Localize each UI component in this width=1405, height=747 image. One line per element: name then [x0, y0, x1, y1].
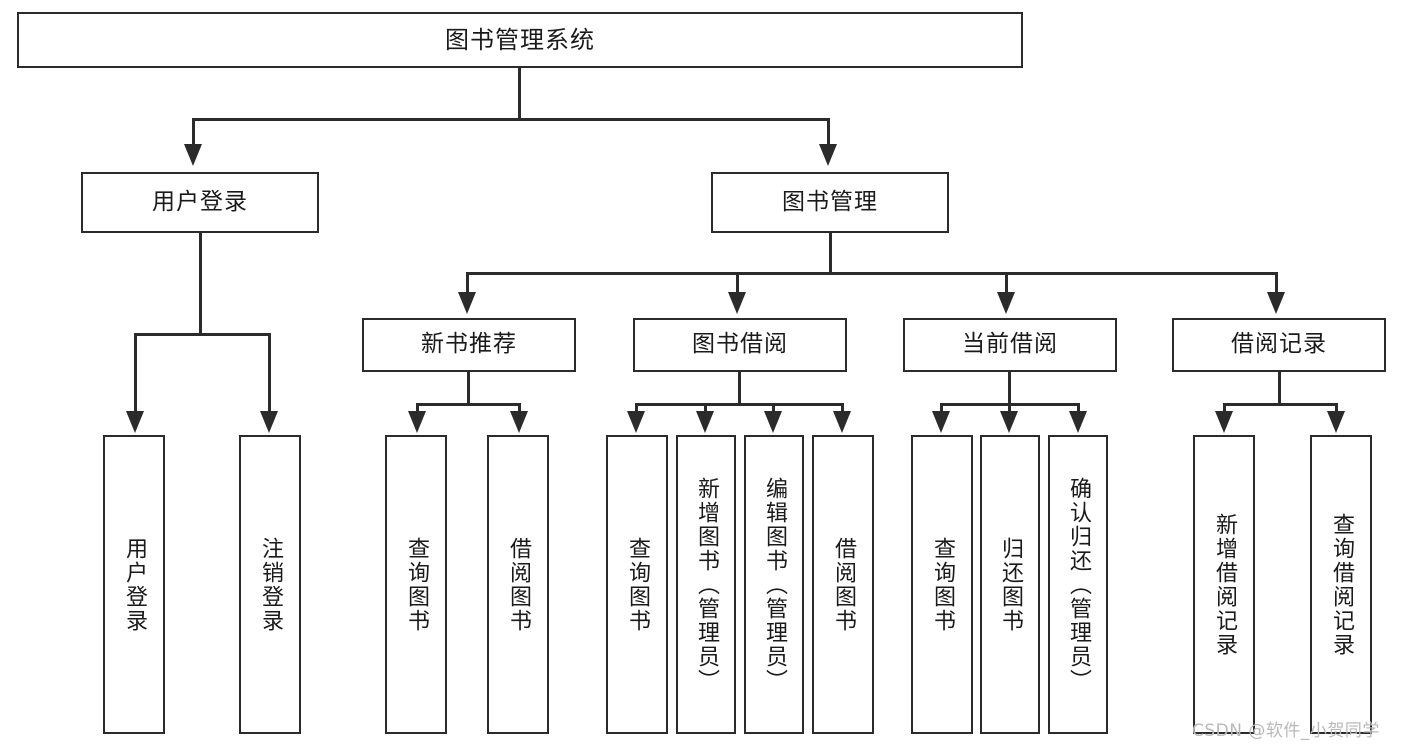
- connector-root-stem: [518, 68, 521, 120]
- connector-nbr-bus: [416, 403, 521, 406]
- leaf-logout-login-label: 注销登录: [258, 536, 283, 633]
- node-new-book-recommend[interactable]: 新书推荐: [362, 318, 576, 372]
- leaf-user-login[interactable]: 用户登录: [103, 435, 165, 734]
- connector-bb-stem: [738, 372, 741, 406]
- leaf-query-book-1-label: 查询图书: [404, 536, 429, 633]
- arrowhead-leaf-return-book: [1000, 411, 1018, 433]
- arrowhead-leaf-edit-book: [764, 411, 782, 433]
- arrowhead-leaf-add-book: [696, 411, 714, 433]
- leaf-borrow-book-1[interactable]: 借阅图书: [487, 435, 549, 734]
- leaf-borrow-book-1-label: 借阅图书: [506, 536, 531, 633]
- connector-bb-bus: [635, 403, 844, 406]
- leaf-add-book[interactable]: 新增图书（管理员）: [676, 435, 736, 734]
- connector-book-management-stem: [829, 233, 832, 275]
- arrowhead-book-management: [819, 144, 837, 166]
- connector-cb-drop-1: [940, 403, 943, 413]
- connector-bm-drop-2: [736, 272, 739, 294]
- node-book-borrow-label: 图书借阅: [692, 331, 788, 358]
- leaf-add-record-label: 新增借阅记录: [1212, 512, 1237, 657]
- leaf-edit-book-label: 编辑图书（管理员）: [762, 476, 787, 693]
- connector-bb-drop-2: [704, 403, 707, 413]
- node-borrow-record[interactable]: 借阅记录: [1172, 318, 1386, 372]
- connector-book-management-bus: [466, 272, 1278, 275]
- node-root[interactable]: 图书管理系统: [17, 12, 1023, 68]
- leaf-query-book-3[interactable]: 查询图书: [911, 435, 973, 734]
- leaf-add-book-label: 新增图书（管理员）: [694, 476, 719, 693]
- leaf-edit-book[interactable]: 编辑图书（管理员）: [744, 435, 804, 734]
- connector-root-bus: [192, 118, 830, 121]
- connector-root-drop-right: [827, 118, 830, 144]
- connector-user-login-bus: [134, 333, 271, 336]
- arrowhead-current-borrow: [997, 292, 1015, 314]
- connector-bb-drop-1: [635, 403, 638, 413]
- connector-bm-drop-4: [1275, 272, 1278, 294]
- node-user-login[interactable]: 用户登录: [81, 172, 319, 233]
- arrowhead-leaf-add-record: [1215, 411, 1233, 433]
- connector-br-drop-1: [1223, 403, 1226, 413]
- leaf-borrow-book-2[interactable]: 借阅图书: [812, 435, 874, 734]
- leaf-query-book-2[interactable]: 查询图书: [606, 435, 668, 734]
- arrowhead-leaf-confirm-return: [1069, 411, 1087, 433]
- arrowhead-leaf-borrow-book-2: [833, 411, 851, 433]
- connector-br-stem: [1278, 372, 1281, 406]
- connector-user-login-stem: [199, 233, 202, 335]
- node-book-management-label: 图书管理: [782, 188, 878, 215]
- arrowhead-new-book-recommend: [458, 292, 476, 314]
- csdn-watermark: CSDN @软件_小贺同学: [1192, 721, 1380, 741]
- node-current-borrow-label: 当前借阅: [962, 331, 1058, 358]
- arrowhead-leaf-query-book-1: [408, 411, 426, 433]
- node-borrow-record-label: 借阅记录: [1231, 331, 1327, 358]
- node-new-book-recommend-label: 新书推荐: [421, 331, 517, 358]
- connector-user-login-drop-1: [134, 333, 137, 413]
- connector-cb-drop-3: [1077, 403, 1080, 413]
- connector-nbr-drop-2: [518, 403, 521, 413]
- node-root-label: 图书管理系统: [445, 25, 595, 54]
- connector-bm-drop-1: [466, 272, 469, 294]
- connector-nbr-drop-1: [416, 403, 419, 413]
- leaf-return-book[interactable]: 归还图书: [980, 435, 1040, 734]
- leaf-add-record[interactable]: 新增借阅记录: [1193, 435, 1255, 734]
- arrowhead-leaf-borrow-book-1: [510, 411, 528, 433]
- connector-cb-drop-2: [1008, 403, 1011, 413]
- leaf-confirm-return[interactable]: 确认归还（管理员）: [1048, 435, 1108, 734]
- connector-root-drop-left: [192, 118, 195, 144]
- connector-bb-drop-3: [772, 403, 775, 413]
- leaf-user-login-label: 用户登录: [122, 536, 147, 633]
- leaf-query-record[interactable]: 查询借阅记录: [1310, 435, 1372, 734]
- leaf-return-book-label: 归还图书: [998, 536, 1023, 633]
- arrowhead-leaf-query-book-2: [627, 411, 645, 433]
- connector-bm-drop-3: [1005, 272, 1008, 294]
- leaf-confirm-return-label: 确认归还（管理员）: [1066, 476, 1091, 693]
- leaf-query-book-1[interactable]: 查询图书: [385, 435, 447, 734]
- arrowhead-leaf-logout-login: [260, 411, 278, 433]
- arrowhead-leaf-query-record: [1327, 411, 1345, 433]
- connector-br-bus: [1223, 403, 1338, 406]
- leaf-query-record-label: 查询借阅记录: [1329, 512, 1354, 657]
- connector-nbr-stem: [467, 372, 470, 406]
- arrowhead-leaf-user-login: [126, 411, 144, 433]
- arrowhead-user-login: [184, 144, 202, 166]
- connector-user-login-drop-2: [268, 333, 271, 413]
- node-current-borrow[interactable]: 当前借阅: [903, 318, 1117, 372]
- arrowhead-book-borrow: [728, 292, 746, 314]
- leaf-borrow-book-2-label: 借阅图书: [831, 536, 856, 633]
- node-user-login-label: 用户登录: [152, 188, 248, 215]
- arrowhead-borrow-record: [1267, 292, 1285, 314]
- leaf-query-book-2-label: 查询图书: [625, 536, 650, 633]
- arrowhead-leaf-query-book-3: [932, 411, 950, 433]
- node-book-borrow[interactable]: 图书借阅: [633, 318, 847, 372]
- node-book-management[interactable]: 图书管理: [711, 172, 949, 233]
- connector-bb-drop-4: [841, 403, 844, 413]
- connector-br-drop-2: [1335, 403, 1338, 413]
- leaf-query-book-3-label: 查询图书: [930, 536, 955, 633]
- leaf-logout-login[interactable]: 注销登录: [239, 435, 301, 734]
- connector-cb-stem: [1008, 372, 1011, 406]
